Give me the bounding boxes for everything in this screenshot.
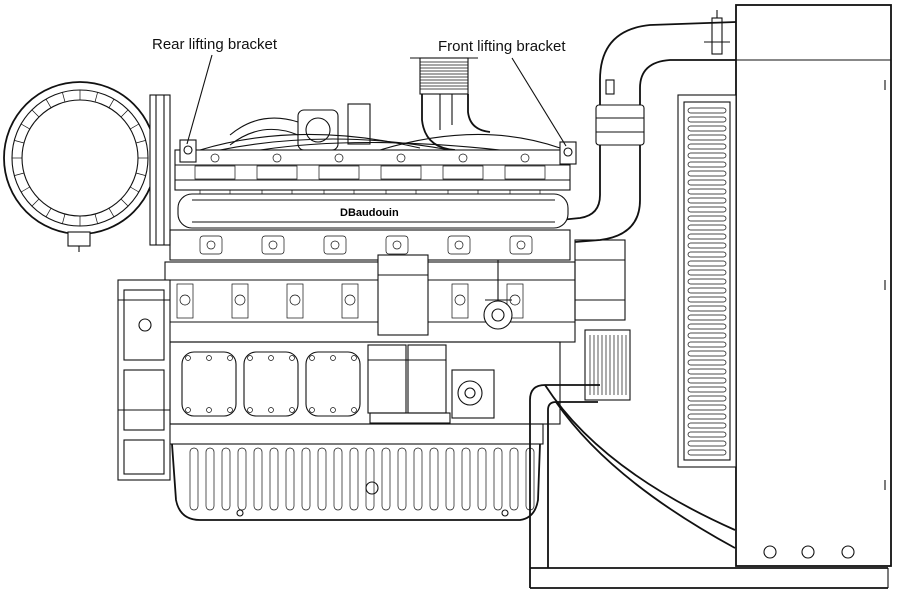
- radiator-grille: [687, 107, 727, 456]
- water-pump: [451, 369, 495, 419]
- air-filter: [3, 81, 171, 252]
- brand-name: DBaudouin: [340, 207, 399, 219]
- base-frame: [530, 567, 889, 589]
- fuel-filters: [367, 254, 451, 424]
- oil-pan: [167, 423, 544, 521]
- air-intake-elbow: [410, 57, 491, 151]
- radiator: [677, 4, 892, 567]
- fan-drive: [574, 239, 631, 401]
- rear-lifting-bracket-label: Rear lifting bracket: [152, 36, 278, 53]
- front-bracket-leader: [511, 57, 567, 147]
- governor-actuator: [483, 260, 513, 330]
- front-lifting-bracket-label: Front lifting bracket: [438, 38, 566, 55]
- charge-air-manifold: DBaudouin: [177, 193, 569, 229]
- air-filter-ribs: [12, 90, 148, 226]
- cylinder-heads: [174, 133, 571, 196]
- front-lifting-bracket: [559, 141, 577, 165]
- rear-lifting-bracket: [179, 139, 197, 163]
- rear-bracket-leader: [186, 54, 213, 145]
- flywheel-housing: [117, 279, 171, 481]
